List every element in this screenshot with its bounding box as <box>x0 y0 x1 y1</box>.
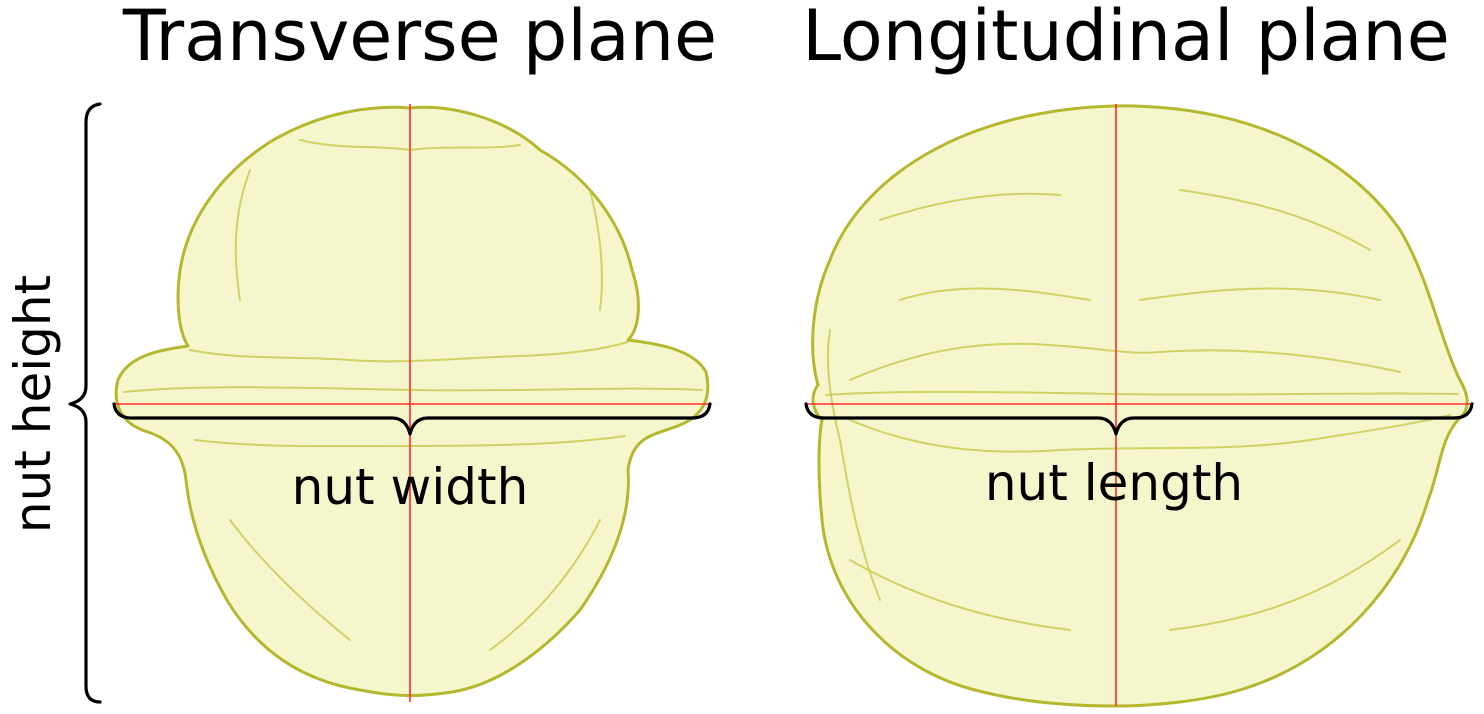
longitudinal-texture-4 <box>879 189 1371 251</box>
longitudinal-texture-7 <box>827 329 881 601</box>
transverse-texture-4 <box>234 169 603 311</box>
longitudinal-walnut-outline <box>811 104 1469 708</box>
height-brace <box>68 102 102 704</box>
length-label: nut length <box>985 454 1243 512</box>
width-label: nut width <box>292 458 529 516</box>
longitudinal-texture-2 <box>849 342 1401 381</box>
transverse-walnut <box>114 105 710 697</box>
longitudinal-plane-title: Longitudinal plane <box>802 0 1450 77</box>
longitudinal-texture-3 <box>849 414 1451 453</box>
longitudinal-walnut <box>811 104 1469 708</box>
longitudinal-texture-5 <box>849 539 1401 631</box>
transverse-walnut-outline <box>114 105 710 697</box>
longitudinal-texture-1 <box>825 390 1459 396</box>
transverse-texture-5 <box>229 519 601 651</box>
length-brace <box>804 402 1474 436</box>
transverse-plane-title: Transverse plane <box>122 0 717 77</box>
height-label: nut height <box>4 275 62 533</box>
longitudinal-texture-6 <box>899 287 1381 301</box>
width-brace <box>112 402 712 436</box>
transverse-texture-2 <box>189 341 629 363</box>
